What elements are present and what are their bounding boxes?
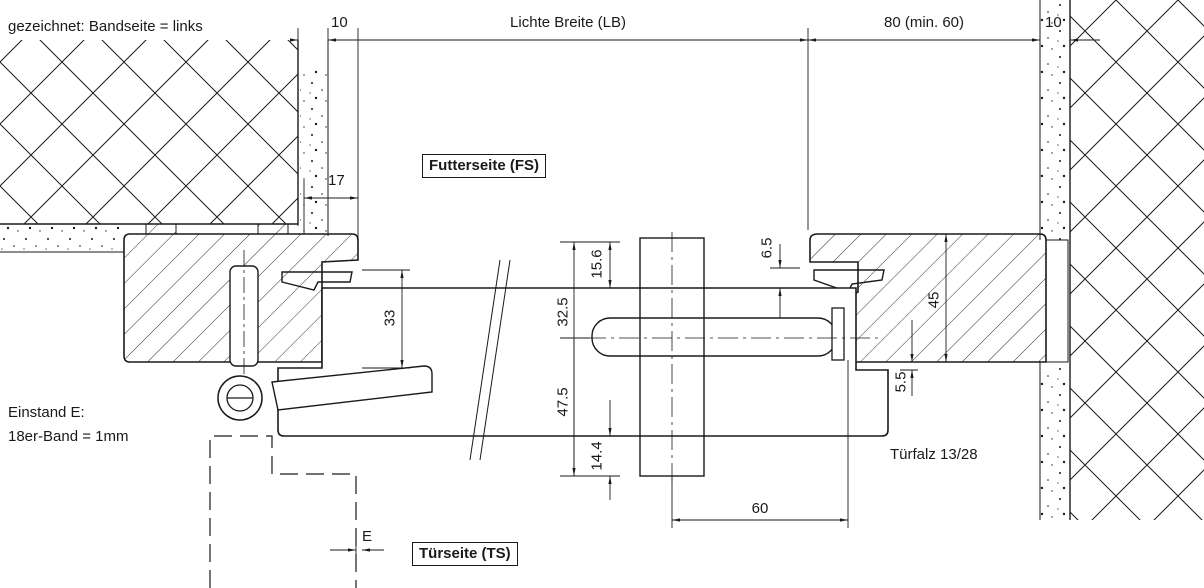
left-wall <box>0 40 329 253</box>
dim-45: 45 <box>925 291 943 309</box>
drawing-note: gezeichnet: Bandseite = links <box>8 18 203 35</box>
dim-wall-left: 10 <box>331 14 348 31</box>
label-tuerseite: Türseite (TS) <box>412 542 518 566</box>
dim-right-jamb: 80 (min. 60) <box>883 14 965 31</box>
dimension-lines <box>289 38 1100 552</box>
left-jamb <box>123 233 359 380</box>
dim-15-6: 15.6 <box>588 249 606 279</box>
dim-e: E <box>362 528 373 545</box>
dim-32-5: 32.5 <box>554 297 572 327</box>
dim-14-4: 14.4 <box>588 441 606 471</box>
dim-33: 33 <box>381 309 399 327</box>
label-futterseite: Futterseite (FS) <box>422 154 547 178</box>
label-tuerfalz: Türfalz 13/28 <box>890 446 978 463</box>
dim-clear-width: Lichte Breite (LB) <box>510 14 626 31</box>
door-open-position-outline <box>209 435 357 588</box>
door-leaf <box>277 232 889 482</box>
einstand-value: 18er-Band = 1mm <box>8 428 129 445</box>
dim-17: 17 <box>328 172 345 189</box>
dim-6-5: 6.5 <box>758 237 776 259</box>
dim-60: 60 <box>751 500 769 517</box>
extension-lines <box>297 28 1071 560</box>
right-wall <box>1039 0 1204 520</box>
einstand-title: Einstand E: <box>8 404 85 421</box>
dim-5-5: 5.5 <box>892 371 910 393</box>
dim-47-5: 47.5 <box>554 387 572 417</box>
hinge <box>217 365 433 421</box>
dim-wall-right: 10 <box>1045 14 1062 31</box>
